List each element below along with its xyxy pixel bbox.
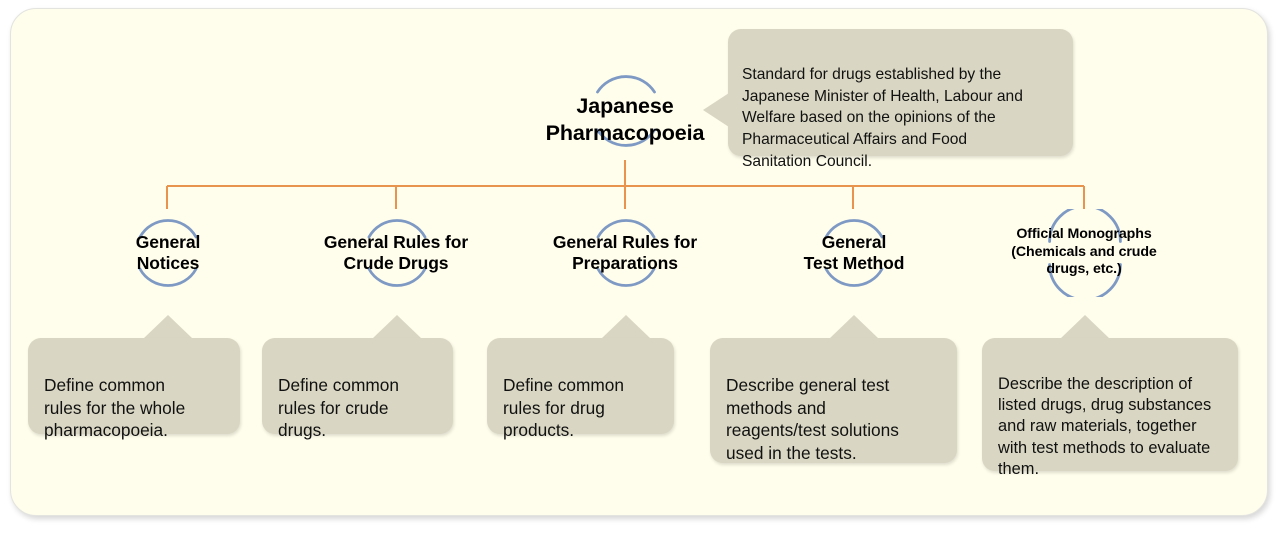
callout-3-pointer xyxy=(601,315,651,339)
callout-4-pointer xyxy=(829,315,879,339)
callout-root-pointer xyxy=(703,93,729,127)
callout-general-rules-crude-drugs: Define common rules for crude drugs. xyxy=(262,338,453,440)
node-root-label: Japanese Pharmacopoeia xyxy=(545,94,705,146)
callout-1-text: Define common rules for the whole pharma… xyxy=(44,374,186,441)
callout-official-monographs: Describe the description of listed drugs… xyxy=(982,338,1238,478)
node-label-general-notices: General Notices xyxy=(135,232,201,274)
callout-general-notices: Define common rules for the whole pharma… xyxy=(28,338,240,440)
node-label-general-rules-crude-drugs: General Rules for Crude Drugs xyxy=(323,232,469,274)
callout-3-text: Define common rules for drug products. xyxy=(503,374,625,441)
node-label-general-test-method: General Test Method xyxy=(803,232,905,274)
callout-general-test-method: Describe general test methods and reagen… xyxy=(710,338,957,463)
callout-2-text: Define common rules for crude drugs. xyxy=(278,374,400,441)
callout-root-text: Standard for drugs established by the Ja… xyxy=(742,65,1023,171)
callout-1-pointer xyxy=(143,315,193,339)
callout-5-text: Describe the description of listed drugs… xyxy=(998,374,1212,479)
callout-2-pointer xyxy=(372,315,422,339)
node-label-official-monographs: Official Monographs (Chemicals and crude… xyxy=(1011,226,1157,278)
callout-root: Standard for drugs established by the Ja… xyxy=(728,29,1073,170)
callout-5-pointer xyxy=(1060,315,1110,339)
callout-4-text: Describe general test methods and reagen… xyxy=(726,374,899,464)
node-label-general-rules-preparations: General Rules for Preparations xyxy=(552,232,698,274)
callout-general-rules-preparations: Define common rules for drug products. xyxy=(487,338,674,440)
